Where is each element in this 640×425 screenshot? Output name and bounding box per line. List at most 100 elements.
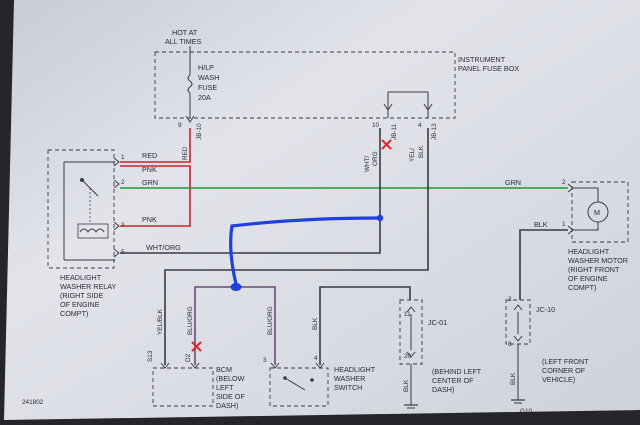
hot-label-2: ALL TIMES bbox=[165, 37, 202, 46]
jc01-pin-20: 20 bbox=[404, 353, 412, 360]
motor-symbol-circle bbox=[587, 201, 609, 223]
bcm-label-5: DASH) bbox=[216, 401, 238, 410]
motor-label-4: OF ENGINE bbox=[568, 274, 608, 283]
switch-pin-3: 3 bbox=[263, 357, 267, 364]
wire-label-pnk-2: PNK bbox=[142, 215, 157, 224]
headlight-washer-motor: 2 1 M HEADLIGHT WASHER MOTOR (RIGHT FRON… bbox=[562, 179, 629, 292]
wire-label-pnk-1: PNK bbox=[142, 165, 157, 174]
jc-01-junction: 11 20 JC-01 BLK G1 (BEHIND LEFT CENTER O… bbox=[399, 299, 482, 420]
motor-symbol: M bbox=[594, 208, 600, 217]
wire-label-wht-vertical: WHT/ bbox=[364, 155, 371, 172]
conn-jb10: JB-10 bbox=[196, 123, 203, 140]
bcm-label-1: BCM bbox=[216, 365, 232, 374]
relay-outline bbox=[47, 149, 115, 269]
wire-label-yel-vertical: YEL/ bbox=[409, 148, 416, 162]
jc10-label-3: VEHICLE) bbox=[542, 375, 575, 384]
bcm-label-2: (BELOW bbox=[216, 374, 245, 383]
fuse-label-1: H/LP bbox=[198, 63, 214, 72]
wire-label-yel-blk: YEL/BLK bbox=[157, 308, 164, 335]
jc10-blk-label: BLK bbox=[510, 372, 517, 385]
wire-label-blu-org-1: BLU/ORG bbox=[187, 306, 194, 335]
blue-marker-dot-top bbox=[376, 214, 384, 222]
relay-label-3: (RIGHT SIDE bbox=[60, 291, 104, 300]
motor-label-2: WASHER MOTOR bbox=[568, 256, 628, 265]
red-wires: RED PNK PNK RED bbox=[120, 128, 191, 227]
jc10-name: JC-10 bbox=[536, 305, 555, 314]
switch-pin-4: 4 bbox=[314, 355, 318, 362]
jc-10-junction: 3 8 JC-10 BLK G10 (LEFT FRONT CORNER OF … bbox=[505, 296, 589, 415]
wire-label-red: RED bbox=[142, 151, 157, 160]
blue-marker-dot-bottom bbox=[230, 283, 242, 291]
jc01-label-2: CENTER OF bbox=[432, 376, 474, 385]
motor-pin-1: 1 bbox=[562, 221, 566, 228]
blk-motor-wire bbox=[519, 229, 568, 300]
fuse-label-3: FUSE bbox=[198, 83, 217, 92]
fuse-pin-4: 4 bbox=[418, 122, 422, 129]
jc10-pin-3: 3 bbox=[508, 296, 512, 303]
bcm-label-3: LEFT bbox=[216, 383, 234, 392]
jc01-ground-label: G1 bbox=[413, 413, 422, 420]
jc10-ground-label: G10 bbox=[520, 408, 533, 415]
motor-pin-2: 2 bbox=[562, 179, 566, 186]
bcm-module: S13 D2 BCM (BELOW LEFT SIDE OF DASH) bbox=[147, 350, 245, 410]
relay-coil bbox=[79, 228, 105, 233]
bcm-pin-s13: S13 bbox=[147, 350, 154, 362]
motor-label-5: COMPT) bbox=[568, 283, 596, 292]
motor-label-3: (RIGHT FRONT bbox=[568, 265, 620, 274]
yel-blk-wire bbox=[164, 128, 429, 365]
cut-mark-bcm bbox=[191, 341, 202, 352]
switch-label-2: WASHER bbox=[334, 374, 365, 383]
diagram-id: 241802 bbox=[22, 399, 44, 406]
fuse-label-4: 20A bbox=[198, 93, 211, 102]
fuse-pin-9: 9 bbox=[178, 122, 182, 129]
wire-label-blk-motor: BLK bbox=[534, 220, 548, 229]
pnk-wire-loop bbox=[120, 165, 191, 227]
relay-pin-1: 1 bbox=[121, 154, 125, 161]
relay-pin-2: 2 bbox=[121, 179, 125, 186]
wire-label-blu-org-2: BLU/ORG bbox=[267, 306, 274, 335]
fuse-label-2: WASH bbox=[198, 73, 219, 82]
switch-label-3: SWITCH bbox=[334, 383, 362, 392]
fuse-box-title-1: INSTRUMENT bbox=[458, 55, 506, 64]
wire-label-red-vertical: RED bbox=[182, 146, 189, 160]
bcm-pin-d2: D2 bbox=[185, 353, 192, 362]
blue-marker-line bbox=[229, 216, 382, 286]
switch-label-1: HEADLIGHT bbox=[334, 365, 376, 374]
motor-outline bbox=[571, 181, 629, 243]
relay-label-2: WASHER RELAY bbox=[60, 282, 117, 291]
wire-label-grn-1: GRN bbox=[142, 178, 158, 187]
headlight-washer-switch: 3 4 HEADLIGHT WASHER SWITCH bbox=[263, 355, 376, 407]
wire-label-org-vertical: ORG bbox=[372, 151, 379, 166]
fuse-box-title-2: PANEL FUSE BOX bbox=[458, 64, 519, 73]
jc10-pin-8: 8 bbox=[508, 341, 512, 348]
jc01-outline bbox=[399, 299, 423, 365]
bcm-outline bbox=[152, 367, 214, 407]
hot-label-1: HOT AT bbox=[172, 28, 198, 37]
jc01-name: JC-01 bbox=[428, 318, 447, 327]
jc10-label-1: (LEFT FRONT bbox=[542, 357, 589, 366]
fuse-box-outline bbox=[154, 51, 456, 119]
jc01-pin-11: 11 bbox=[404, 311, 411, 318]
conn-jb11: JB-11 bbox=[391, 123, 398, 140]
wire-label-wht-org: WHT/ORG bbox=[146, 243, 181, 252]
screen-area bbox=[4, 0, 640, 420]
relay-label-1: HEADLIGHT bbox=[60, 273, 102, 282]
wht-org-wire bbox=[120, 128, 381, 254]
cut-mark-top bbox=[381, 139, 392, 150]
wire-label-blk-vertical: BLK bbox=[418, 145, 425, 158]
fuse-pin-10: 10 bbox=[372, 122, 380, 129]
jc01-label-1: (BEHIND LEFT bbox=[432, 367, 482, 376]
jc10-label-2: CORNER OF bbox=[542, 366, 586, 375]
motor-label-1: HEADLIGHT bbox=[568, 247, 610, 256]
switch-outline bbox=[269, 367, 329, 407]
fuse-symbol bbox=[187, 74, 193, 94]
blk-switch-wire bbox=[319, 286, 411, 365]
relay-label-5: COMPT) bbox=[60, 309, 88, 318]
bcm-label-4: SIDE OF bbox=[216, 392, 245, 401]
conn-jb13: JB-13 bbox=[431, 123, 438, 140]
fuse-box: HOT AT ALL TIMES INSTRUMENT PANEL FUSE B… bbox=[154, 28, 519, 140]
jc01-blk-label: BLK bbox=[403, 379, 410, 392]
jc01-label-3: DASH) bbox=[432, 385, 454, 394]
red-wire bbox=[120, 128, 191, 163]
